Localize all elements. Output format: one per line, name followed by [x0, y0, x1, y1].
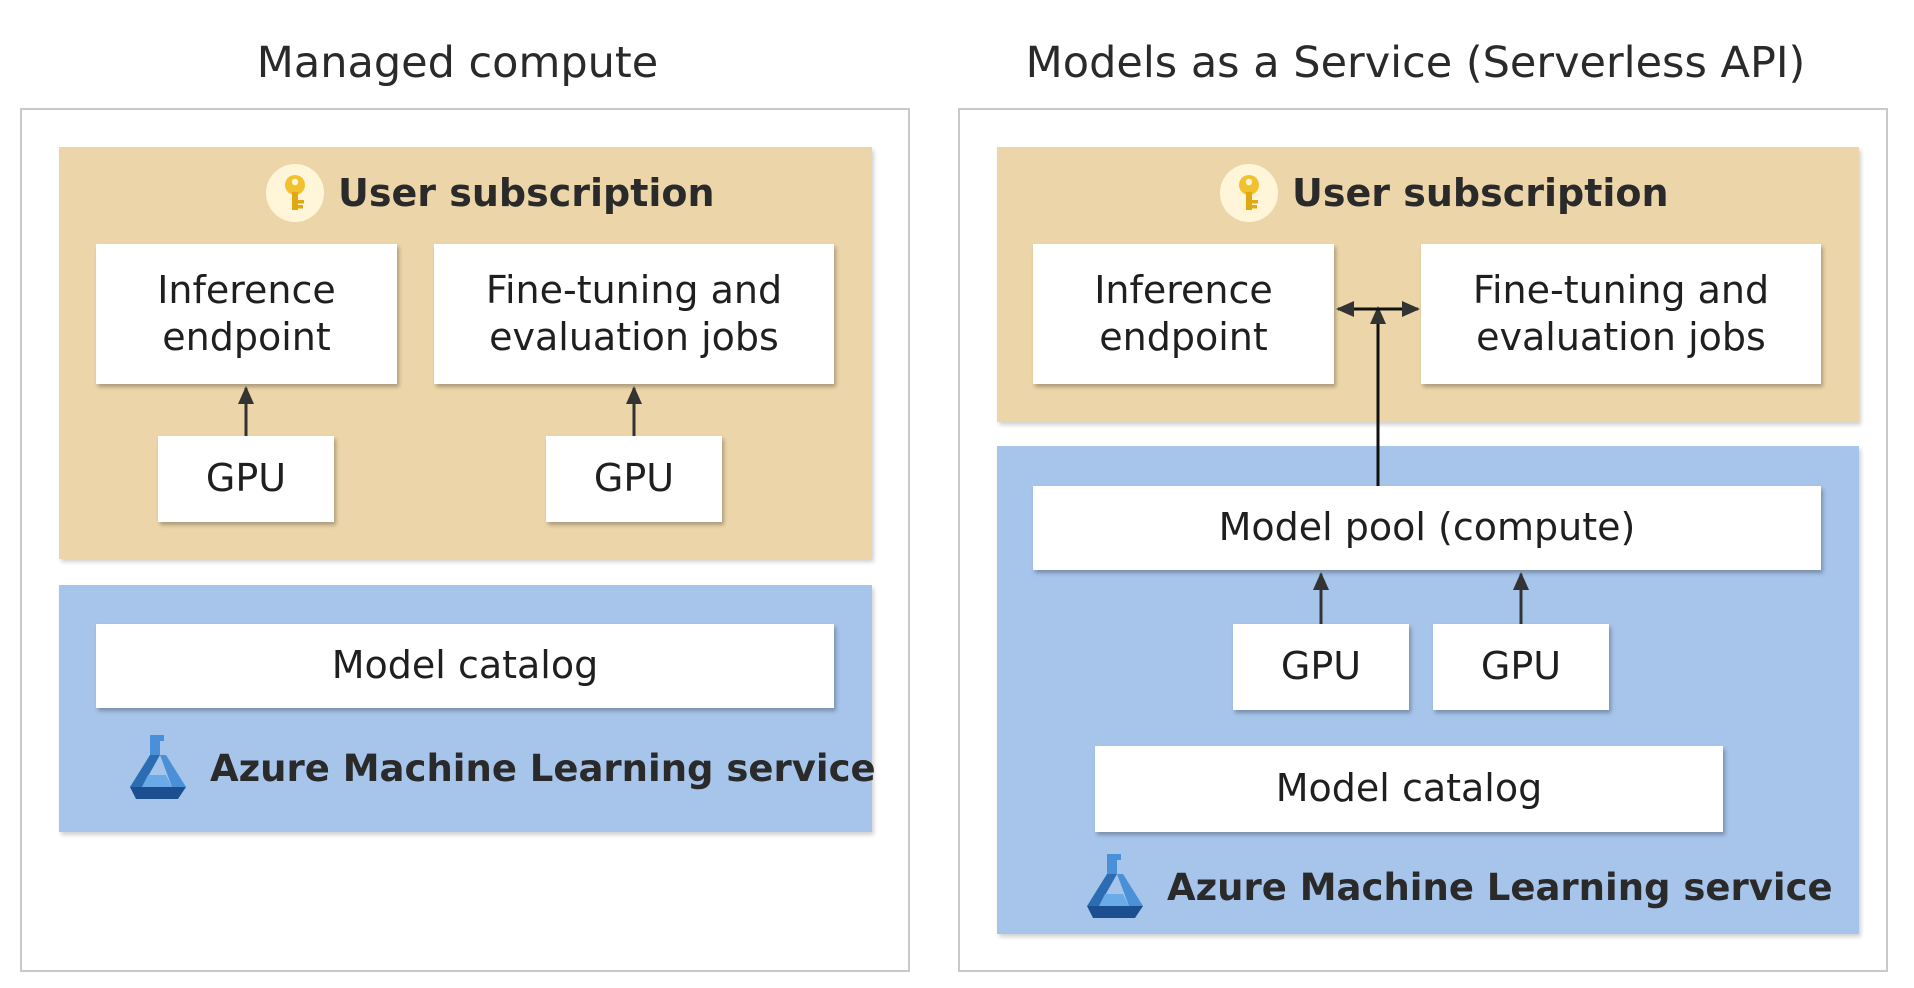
- left-user-subscription-header: User subscription: [266, 162, 715, 224]
- left-gpu-1-card: GPU: [158, 436, 334, 522]
- left-gpu-2-label: GPU: [593, 456, 675, 501]
- right-model-catalog-card: Model catalog: [1095, 746, 1723, 832]
- right-gpu-2-label: GPU: [1480, 644, 1562, 689]
- key-icon: [266, 164, 324, 222]
- left-gpu-2-card: GPU: [546, 436, 722, 522]
- left-finetune-label: Fine-tuning and evaluation jobs: [485, 267, 783, 360]
- right-user-subscription-label: User subscription: [1292, 171, 1669, 215]
- left-inference-endpoint-label: Inference endpoint: [157, 267, 336, 360]
- left-model-catalog-label: Model catalog: [331, 643, 599, 688]
- right-finetune-label: Fine-tuning and evaluation jobs: [1472, 267, 1770, 360]
- left-panel-title: Managed compute: [256, 38, 659, 88]
- left-user-subscription-label: User subscription: [338, 171, 715, 215]
- azure-machine-learning-icon: [130, 735, 186, 799]
- left-model-catalog-card: Model catalog: [96, 624, 834, 708]
- right-aml-service-header: Azure Machine Learning service: [1085, 852, 1833, 922]
- right-finetune-card: Fine-tuning and evaluation jobs: [1421, 244, 1821, 384]
- right-inference-endpoint-label: Inference endpoint: [1094, 267, 1273, 360]
- right-aml-service-label: Azure Machine Learning service: [1167, 865, 1833, 909]
- right-inference-endpoint-card: Inference endpoint: [1033, 244, 1334, 384]
- right-user-subscription-header: User subscription: [1220, 162, 1669, 224]
- left-aml-service-header: Azure Machine Learning service: [128, 733, 876, 803]
- left-inference-endpoint-card: Inference endpoint: [96, 244, 397, 384]
- azure-machine-learning-icon: [1087, 854, 1143, 918]
- left-aml-service-label: Azure Machine Learning service: [210, 746, 876, 790]
- right-model-pool-label: Model pool (compute): [1218, 505, 1636, 550]
- right-model-catalog-label: Model catalog: [1275, 766, 1543, 811]
- right-model-pool-card: Model pool (compute): [1033, 486, 1821, 570]
- left-gpu-1-label: GPU: [205, 456, 287, 501]
- right-gpu-2-card: GPU: [1433, 624, 1609, 710]
- right-gpu-1-label: GPU: [1280, 644, 1362, 689]
- right-panel-title: Models as a Service (Serverless API): [1025, 38, 1806, 88]
- left-finetune-card: Fine-tuning and evaluation jobs: [434, 244, 834, 384]
- key-icon: [1220, 164, 1278, 222]
- right-gpu-1-card: GPU: [1233, 624, 1409, 710]
